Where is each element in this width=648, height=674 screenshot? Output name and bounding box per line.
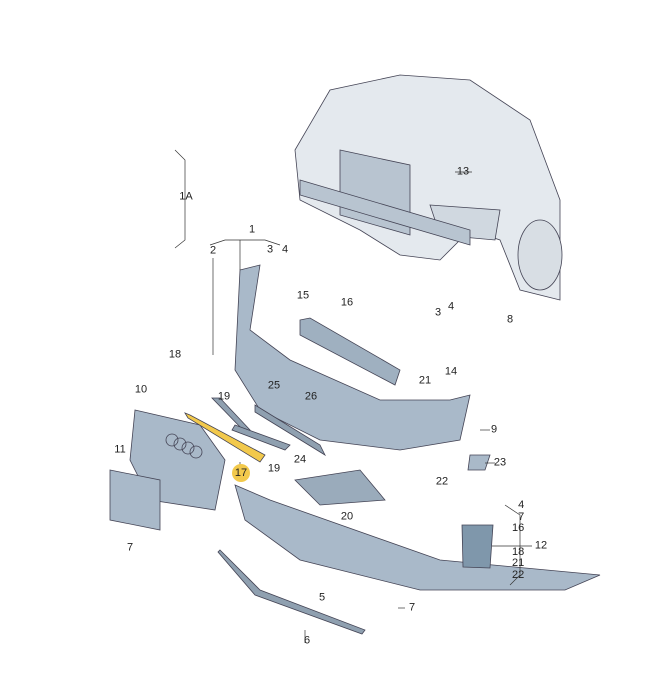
label-26: 26 [304,390,318,403]
kit-item: 4 [518,499,525,511]
label-24: 24 [293,453,307,466]
kit-item: 22 [512,568,525,581]
label-18: 18 [168,348,182,361]
label-4: 4 [281,243,289,256]
kit-12-contents: 4 7 16 18 21 22 [512,499,525,581]
label-20: 20 [340,510,354,523]
label-19: 19 [217,390,231,403]
label-17-highlighted: 17 [232,464,250,482]
license-plate-bracket [109,469,161,531]
label-1: 1 [248,223,256,236]
label-8: 8 [506,313,514,326]
label-3: 3 [266,243,274,256]
label-16: 16 [340,296,354,309]
label-3-right: 3 [434,306,442,319]
label-13: 13 [456,165,470,178]
label-14: 14 [444,365,458,378]
label-25: 25 [267,379,281,392]
label-9: 9 [490,423,498,436]
lower-trim-6 [217,549,366,635]
crossmember [299,179,471,246]
kit-item: 18 [512,545,525,558]
label-7-lower: 7 [408,601,416,614]
kit-item: 16 [512,522,525,534]
wheel [517,219,563,291]
label-11: 11 [114,443,126,456]
label-1A: 1A [179,190,193,203]
kit-item: 21 [512,557,525,569]
label-19-lower: 19 [267,462,281,475]
label-10: 10 [134,383,148,396]
label-6: 6 [303,634,311,647]
label-21: 21 [418,374,432,387]
label-5: 5 [318,591,326,604]
label-12: 12 [534,539,548,552]
bag-12 [461,524,494,569]
label-2: 2 [209,244,217,257]
car-body [294,74,561,301]
label-15: 15 [296,289,310,302]
label-22: 22 [435,475,449,488]
kit-item: 7 [518,510,525,523]
label-4-right: 4 [447,300,455,313]
label-23: 23 [493,456,507,469]
impact-bar [299,317,401,386]
trim-strip-17 [184,412,266,463]
fog-grille [294,469,386,506]
undertray [234,484,601,591]
label-7: 7 [126,541,134,554]
